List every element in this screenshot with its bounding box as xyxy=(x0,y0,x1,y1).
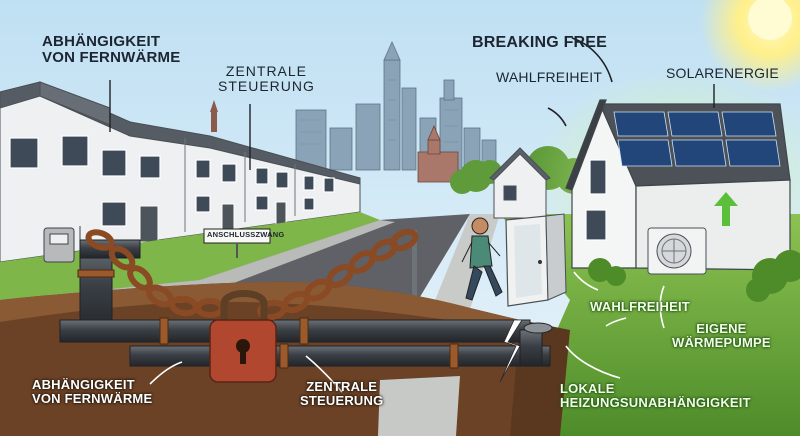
padlock xyxy=(209,290,277,383)
label-dependency-bottom-line2: VON FERNWÄRME xyxy=(32,391,153,407)
label-dependency-bottom-line1: ABHÄNGIGKEIT xyxy=(32,377,135,392)
label-dependency-top: ABHÄNGIGKEIT VON FERNWÄRME xyxy=(42,33,181,67)
label-own-heat-pump: EIGENE WÄRMEPUMPE xyxy=(672,321,771,351)
solar-panels xyxy=(613,111,781,167)
walking-person xyxy=(461,217,503,301)
label-freedom-of-choice-top: WAHLFREIHEIT xyxy=(496,69,603,85)
house-doors xyxy=(139,201,287,243)
label-own-heat-pump-line1: EIGENE xyxy=(696,321,747,336)
label-local-heating-independence-line1: LOKALE xyxy=(560,381,615,396)
label-central-control-top-line2: STEUERUNG xyxy=(218,78,315,95)
small-house xyxy=(489,147,551,219)
spire xyxy=(210,100,218,132)
label-central-control-top-line1: ZENTRALE xyxy=(225,63,308,79)
crack-bolt xyxy=(499,319,523,383)
rusty-chain xyxy=(85,228,419,321)
sign-anschlusszwang: ANSCHLUSSZWANG xyxy=(207,230,285,239)
anschlusszwang-sign-board xyxy=(203,228,271,258)
callout-arrows xyxy=(149,271,665,393)
heat-pump-unit xyxy=(647,227,707,275)
label-dependency-bottom: ABHÄNGIGKEIT VON FERNWÄRME xyxy=(32,377,153,407)
label-own-heat-pump-line2: WÄRMEPUMPE xyxy=(672,335,771,351)
row-houses xyxy=(0,81,361,263)
label-central-control-bottom-line2: STEUERUNG xyxy=(300,393,384,409)
callout-lines xyxy=(109,80,715,170)
label-central-control-bottom: ZENTRALE STEUERUNG xyxy=(300,379,384,409)
dark-arrows xyxy=(547,37,613,127)
rusty-pipe-rings xyxy=(77,269,459,369)
label-freedom-of-choice-bottom: WAHLFREIHEIT xyxy=(590,299,690,314)
house-windows xyxy=(9,135,335,227)
label-breaking-free: BREAKING FREE xyxy=(472,34,608,51)
label-dependency-top-line2: VON FERNWÄRME xyxy=(42,49,181,67)
label-local-heating-independence-line2: HEIZUNGSUNABHÄNGIGKEIT xyxy=(560,395,751,411)
open-door xyxy=(505,213,567,307)
street-pole xyxy=(412,230,417,326)
heat-up-arrow xyxy=(714,192,738,226)
label-dependency-top-line1: ABHÄNGIGKEIT xyxy=(42,33,161,50)
label-central-control-top: ZENTRALE STEUERUNG xyxy=(218,63,315,95)
label-solar-energy: SOLARENERGIE xyxy=(666,65,779,81)
label-local-heating-independence: LOKALE HEIZUNGSUNABHÄNGIGKEIT xyxy=(560,381,751,411)
label-central-control-bottom-line1: ZENTRALE xyxy=(306,379,378,394)
